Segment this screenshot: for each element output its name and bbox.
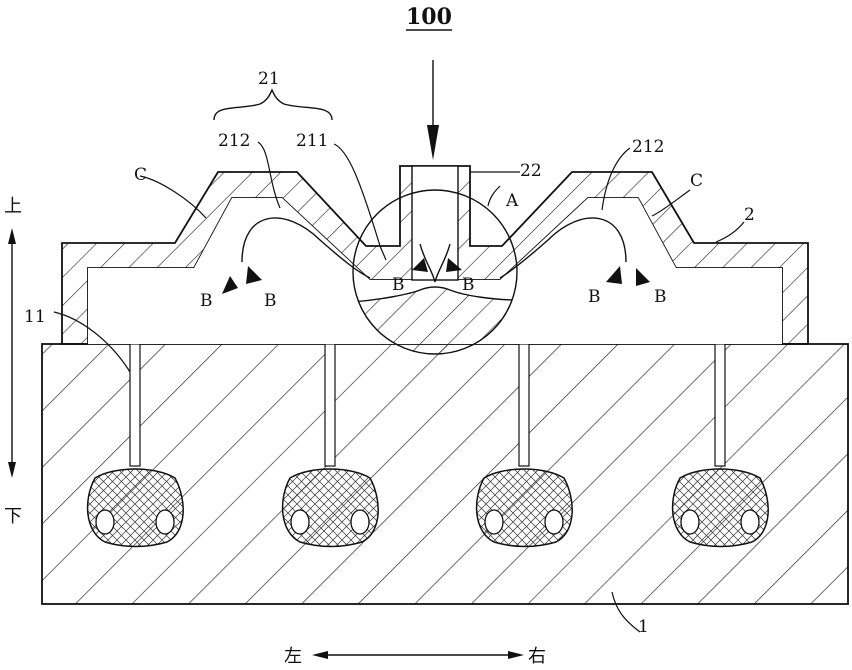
label-211: 211	[296, 131, 328, 151]
label-b-1: B	[200, 291, 213, 311]
label-1: 1	[638, 617, 649, 637]
channel-bulb-2	[281, 468, 379, 548]
channel-lobe-3-1	[484, 509, 504, 535]
label-b-6: B	[654, 287, 667, 307]
leader-lines	[53, 141, 745, 633]
label-21: 21	[258, 69, 280, 89]
upper-shell	[61, 165, 809, 345]
channel-3	[475, 343, 573, 548]
label-100: 100	[406, 4, 452, 30]
flow-curves	[241, 217, 627, 283]
label-11: 11	[24, 307, 46, 327]
brace-21	[213, 88, 333, 121]
channel-bulb-1	[86, 468, 184, 548]
label-b-4: B	[462, 275, 475, 295]
label-22: 22	[520, 161, 542, 181]
channel-bulb-4	[671, 468, 769, 548]
flow-arrows	[222, 258, 650, 294]
label-a: A	[505, 191, 519, 211]
channel-lobe-1-2	[155, 509, 175, 535]
assembly-arrow	[406, 29, 452, 160]
channel-lobe-4-1	[680, 509, 700, 535]
vertical-direction-arrow	[8, 228, 16, 478]
label-2: 2	[744, 205, 755, 225]
label-212-right: 212	[632, 137, 664, 157]
channel-1	[86, 343, 184, 548]
channel-lobe-1-1	[95, 509, 115, 535]
horizontal-direction-arrow	[312, 651, 524, 659]
label-down: 下	[4, 506, 22, 527]
label-c-left: C	[134, 165, 147, 185]
label-c-right: C	[690, 171, 703, 191]
channel-bulb-3	[475, 468, 573, 548]
label-up: 上	[4, 196, 22, 217]
channel-lobe-2-2	[350, 509, 370, 535]
label-212-left: 212	[218, 131, 250, 151]
detail-circle-a	[352, 189, 518, 355]
label-b-2: B	[264, 291, 277, 311]
label-left: 左	[284, 646, 302, 667]
channel-lobe-3-2	[544, 509, 564, 535]
channel-4	[671, 343, 769, 548]
channels	[86, 343, 769, 548]
label-b-3: B	[392, 275, 405, 295]
label-right: 右	[528, 646, 546, 667]
channel-2	[281, 343, 379, 548]
channel-lobe-4-2	[740, 509, 760, 535]
label-b-5: B	[588, 287, 601, 307]
channel-lobe-2-1	[290, 509, 310, 535]
labels: 100 21 212 211 22 212 2 1 11 A C C B B B…	[4, 4, 755, 667]
